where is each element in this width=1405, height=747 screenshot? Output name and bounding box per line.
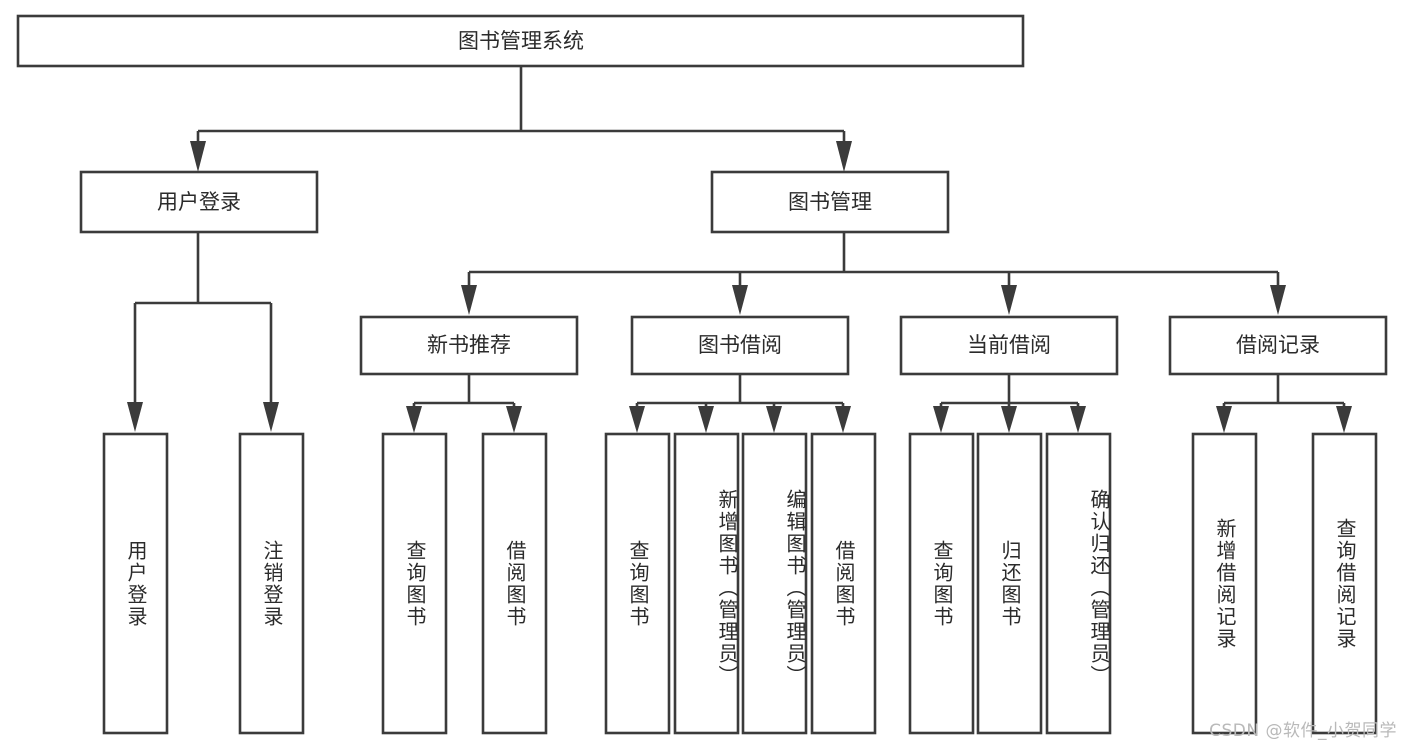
arrow-head-leaf-confirm-return (1070, 406, 1086, 433)
label-新书推荐: 新书推荐 (427, 333, 511, 357)
node-图书管理[interactable] (710, 170, 950, 234)
node-leaf-借阅图书-新书推荐[interactable] (481, 432, 548, 735)
arrow-head-leaf-add-record (1216, 406, 1232, 433)
node-leaf-新增图书-管理员[interactable] (673, 432, 740, 735)
arrow-head-borrow-record (1270, 285, 1286, 315)
node-leaf-新增借阅记录[interactable] (1191, 432, 1258, 735)
node-leaf-注销登录[interactable] (238, 432, 305, 735)
arrow-head-leaf-query-record (1336, 406, 1352, 433)
arrow-head-leaf-borrow-book-a (506, 406, 522, 433)
arrow-head-leaf-logout (263, 402, 279, 432)
node-借阅记录[interactable] (1168, 315, 1388, 376)
arrow-head-new-book (461, 285, 477, 315)
node-root-图书管理系统[interactable] (16, 14, 1025, 68)
arrow-head-leaf-query-book-c (933, 406, 949, 433)
node-leaf-确认归还-管理员[interactable] (1045, 432, 1112, 735)
node-leaf-查询图书-当前借阅[interactable] (908, 432, 975, 735)
watermark: CSDN @软件_小贺同学 (1209, 721, 1397, 741)
label-用户登录: 用户登录 (157, 190, 241, 214)
node-leaf-查询图书-图书借阅[interactable] (604, 432, 671, 735)
connector-group (127, 66, 1352, 433)
arrow-head-leaf-user-login (127, 402, 143, 432)
node-用户登录[interactable] (79, 170, 319, 234)
node-leaf-用户登录[interactable] (102, 432, 169, 735)
arrow-head-book-manage (836, 141, 852, 172)
arrow-head-leaf-add-book (698, 406, 714, 433)
arrow-head-leaf-edit-book (766, 406, 782, 433)
arrow-head-user-login (190, 141, 206, 172)
node-leaf-查询图书-新书推荐[interactable] (381, 432, 448, 735)
arrow-head-current-borrow (1001, 285, 1017, 315)
node-新书推荐[interactable] (359, 315, 579, 376)
arrow-head-leaf-return-book (1001, 406, 1017, 433)
label-root: 图书管理系统 (458, 29, 584, 53)
node-leaf-归还图书[interactable] (976, 432, 1043, 735)
node-leaf-查询借阅记录[interactable] (1311, 432, 1378, 735)
arrow-head-leaf-query-book-a (406, 406, 422, 433)
node-box-group (16, 14, 1388, 735)
arrow-head-book-borrow (732, 285, 748, 315)
label-图书管理: 图书管理 (788, 190, 872, 214)
arrow-head-leaf-borrow-book-b (835, 406, 851, 433)
arrow-head-leaf-query-book-b (629, 406, 645, 433)
label-当前借阅: 当前借阅 (967, 333, 1051, 357)
node-leaf-借阅图书-图书借阅[interactable] (810, 432, 877, 735)
label-借阅记录: 借阅记录 (1236, 333, 1320, 357)
node-当前借阅[interactable] (899, 315, 1119, 376)
label-图书借阅: 图书借阅 (698, 333, 782, 357)
node-图书借阅[interactable] (630, 315, 850, 376)
node-leaf-编辑图书-管理员[interactable] (741, 432, 808, 735)
horizontal-label-group: 图书管理系统 用户登录 图书管理 新书推荐 图书借阅 当前借阅 借阅记录 (157, 29, 1320, 357)
